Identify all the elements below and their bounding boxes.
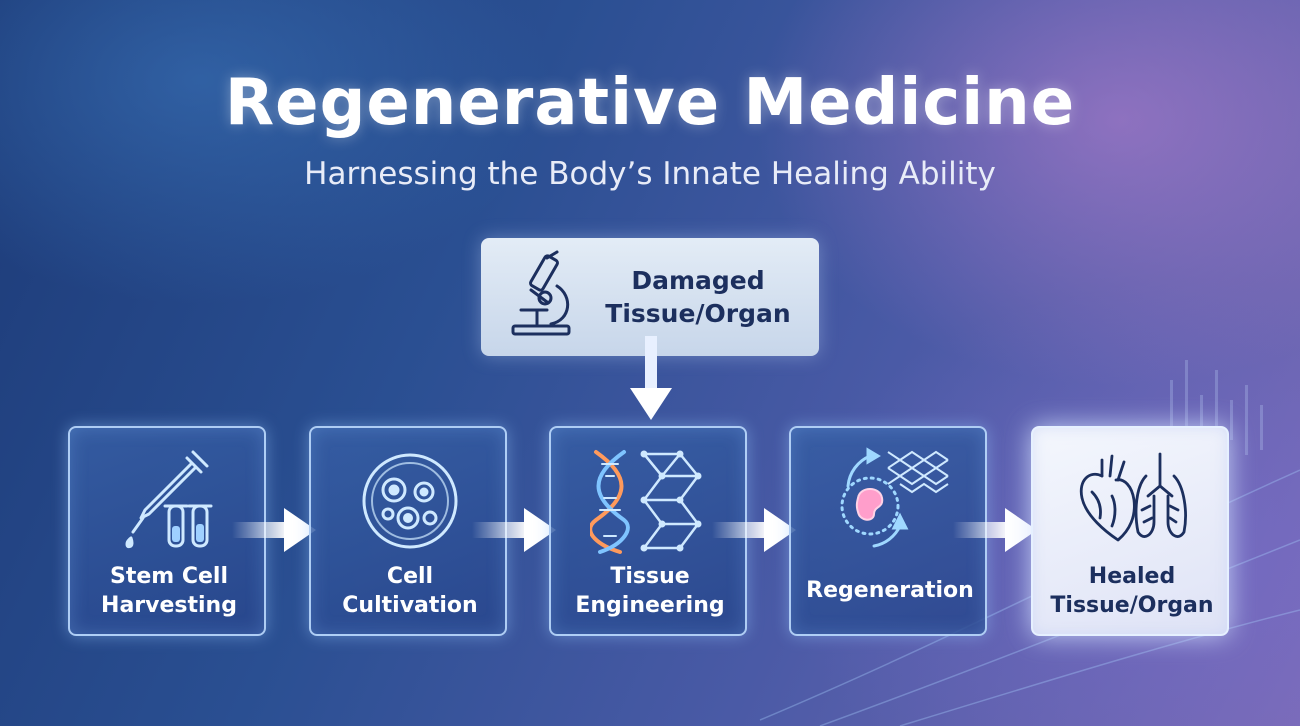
dropper-test-tubes-icon: [125, 450, 213, 549]
microscope-icon: [511, 250, 571, 336]
flow-arrow: [712, 508, 796, 552]
step-label: Stem Cell Harvesting: [101, 564, 237, 618]
flow-arrow: [472, 508, 556, 552]
step-label: Regeneration: [806, 578, 974, 603]
dna-scaffold-icon: [590, 450, 702, 554]
damaged-tissue-node: Damaged Tissue/Organ: [481, 238, 819, 356]
page-subtitle: Harnessing the Body’s Innate Healing Abi…: [304, 156, 996, 192]
heart-lungs-icon: [1079, 452, 1187, 542]
cell-regeneration-icon: [840, 447, 949, 548]
page-title: Regenerative Medicine: [224, 66, 1076, 140]
flow-arrow: [232, 508, 316, 552]
damaged-tissue-label: Damaged Tissue/Organ: [605, 266, 791, 328]
step-stem-cell-harvesting: Stem Cell Harvesting: [68, 426, 266, 636]
step-healed-tissue: Healed Tissue/Organ: [1031, 426, 1229, 636]
flow-arrow: [953, 508, 1037, 552]
step-label: Tissue Engineering: [575, 564, 725, 618]
down-arrow: [630, 336, 672, 420]
step-label: Healed Tissue/Organ: [1050, 564, 1214, 618]
petri-dish-icon: [362, 453, 458, 549]
step-label: Cell Cultivation: [342, 564, 478, 618]
